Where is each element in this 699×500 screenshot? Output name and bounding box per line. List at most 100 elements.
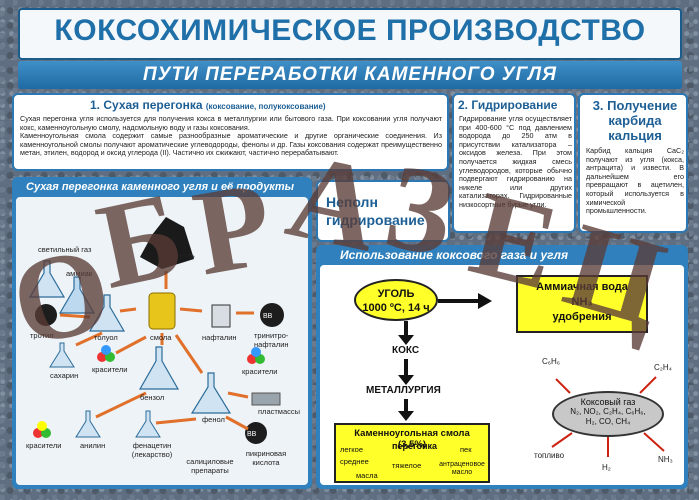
naphthalene-beaker-icon (211, 304, 231, 328)
ammonia-water-label: Аммиачная вода (536, 281, 628, 293)
coking-canvas: УГОЛЬ 1000 ºС, 14 ч Аммиачная вода NH₃ у… (320, 265, 684, 485)
dye-dot-icon (251, 347, 261, 357)
ammonia-label: аммиак (66, 269, 93, 278)
plastics-label: пластмассы (258, 407, 301, 416)
fenol-flask-icon (190, 372, 232, 414)
gas-label: светильный газ (38, 245, 92, 254)
fenacetin-label: фенацетин (лекарство) (131, 441, 173, 459)
trinitro-bomb-icon (260, 303, 284, 327)
trotyl-bomb-icon (35, 304, 57, 326)
nh3-label: NH₃ (571, 296, 593, 308)
arrow-icon (75, 331, 103, 347)
naphthalene-label: нафталин (202, 333, 237, 342)
incomplete-text-2: гидрирование (326, 212, 425, 228)
subtitle-band: ПУТИ ПЕРЕРАБОТКИ КАМЕННОГО УГЛЯ (18, 61, 682, 89)
plastics-icon (251, 392, 281, 406)
arrow-icon (179, 307, 203, 313)
benzol-flask-icon (138, 346, 180, 390)
ammonia-flask-icon (58, 276, 96, 314)
products-canvas: ВВ (16, 197, 308, 485)
incomplete-text-1: Неполн (326, 194, 378, 210)
koks-label: КОКС (392, 345, 420, 356)
arrow-icon (639, 376, 657, 394)
tyazheloe-label: тяжелое (392, 461, 422, 470)
saharin-flask-icon (49, 342, 75, 368)
vv-label-2: ВВ (247, 431, 257, 438)
hydrogenation-heading: 2. Гидрирование (458, 98, 558, 112)
krasiteli-label-1: красители (92, 365, 128, 374)
coal-tar-label: Каменноугольная смола (3,5%) (354, 428, 470, 450)
arrowhead-icon (398, 375, 414, 385)
c2h4-label: C₂H₄ (654, 363, 672, 372)
smola-label: смола (150, 333, 172, 342)
picric-label: пикриновая кислота (245, 449, 287, 467)
title-band: КОКСОХИМИЧЕСКОЕ ПРОИЗВОДСТВО (18, 8, 682, 60)
dry-para1: Сухая перегонка угля используется для по… (20, 114, 442, 132)
trinitro-label: тринитро-нафталин (254, 331, 289, 349)
dye-dot-icon (101, 345, 111, 355)
arrow-icon (227, 391, 249, 399)
coal-heap-icon (140, 217, 194, 269)
fenacetin-flask-icon (135, 410, 161, 438)
tar-barrel-icon (148, 292, 176, 330)
poster-title: КОКСОХИМИЧЕСКОЕ ПРОИЗВОДСТВО (54, 14, 646, 47)
ammonia-water-box: Аммиачная вода NH₃ удобрения (516, 275, 648, 333)
coal-oval-label: УГОЛЬ (377, 288, 415, 300)
arrow-icon (119, 307, 137, 313)
arrow-icon (225, 415, 249, 431)
coking-heading: Использование коксового газа и угля (340, 248, 569, 262)
fertilizers-label: удобрения (552, 311, 612, 323)
salicyl-label: салициловые препараты (186, 457, 234, 475)
krasiteli-label-3: красители (26, 441, 62, 450)
arrowhead-icon (478, 293, 492, 309)
coal-oval: УГОЛЬ 1000 ºС, 14 ч (354, 279, 438, 321)
peregonka-label: перегонка (392, 441, 438, 451)
coke-gas-title: Коксовый газ (580, 397, 636, 407)
hydrogenation-text: Гидрирование угля осуществляет при 400-6… (459, 114, 572, 209)
metallurgy-label: МЕТАЛЛУРГИЯ (366, 385, 441, 396)
dry-para2: Каменноугольная смола содержит самые раз… (20, 131, 442, 158)
carbide-panel: 3. Получение карбида кальция Карбид каль… (578, 93, 688, 233)
arrow-icon (115, 335, 147, 355)
carbide-text: Карбид кальция CaC₂ получают из угля (ко… (586, 146, 684, 216)
dye-dot-icon (37, 421, 47, 431)
coke-gas-line1: N₂, NO₂, C₂H₄, C₆H₆, (570, 407, 646, 416)
arrowhead-icon (398, 335, 414, 345)
coke-gas-line2: H₂, CO, CH₄ (585, 417, 631, 426)
trotyl-label: тротил (30, 331, 54, 340)
dry-heading-note: (коксование, полукоксование) (205, 102, 326, 111)
coal-tar-box: Каменноугольная смола (3,5%) перегонка л… (334, 423, 490, 483)
fenol-label: фенол (202, 415, 225, 424)
arrow-icon (155, 417, 197, 425)
srednee-label: среднее (340, 457, 369, 466)
krasiteli-label-2: красители (242, 367, 278, 376)
arrow-icon (95, 391, 147, 419)
arrow-icon (551, 432, 573, 448)
products-heading: Сухая перегонка каменного угля и её прод… (26, 181, 295, 193)
arrow-icon (59, 313, 91, 319)
products-panel: Сухая перегонка каменного угля и её прод… (12, 177, 312, 489)
coal-label: уголь (176, 251, 195, 260)
coke-gas-oval: Коксовый газ N₂, NO₂, C₂H₄, C₆H₆, H₂, CO… (552, 391, 664, 437)
arrow-icon (174, 334, 204, 374)
dry-distillation-panel: 1. Сухая перегонка (коксование, полукокс… (12, 93, 449, 171)
hydrogenation-panel: 2. Гидрирование Гидрирование угля осущес… (452, 93, 576, 233)
c6h6-label: C₆H₆ (542, 357, 561, 366)
poster-subtitle: ПУТИ ПЕРЕРАБОТКИ КАМЕННОГО УГЛЯ (143, 64, 557, 85)
nh3b-label: NH₃ (658, 455, 673, 464)
saharin-label: сахарин (50, 371, 79, 380)
arrow-icon (555, 378, 571, 394)
legkoe-label: легкое (340, 445, 363, 454)
coking-panel: Использование коксового газа и угля (316, 245, 688, 489)
dry-distillation-text: Сухая перегонка угля используется для по… (20, 114, 442, 158)
toluol-flask-icon (88, 294, 126, 332)
coal-oval-conditions: 1000 ºС, 14 ч (362, 302, 430, 314)
anilin-flask-icon (75, 410, 101, 438)
dry-distillation-heading: 1. Сухая перегонка (коксование, полукокс… (90, 98, 326, 112)
benzol-label: бензол (140, 393, 165, 402)
gas-flask-icon (28, 260, 66, 298)
arrow-icon (643, 432, 665, 452)
toluol-label: толуол (94, 333, 118, 342)
h2-label: H₂ (602, 463, 611, 472)
